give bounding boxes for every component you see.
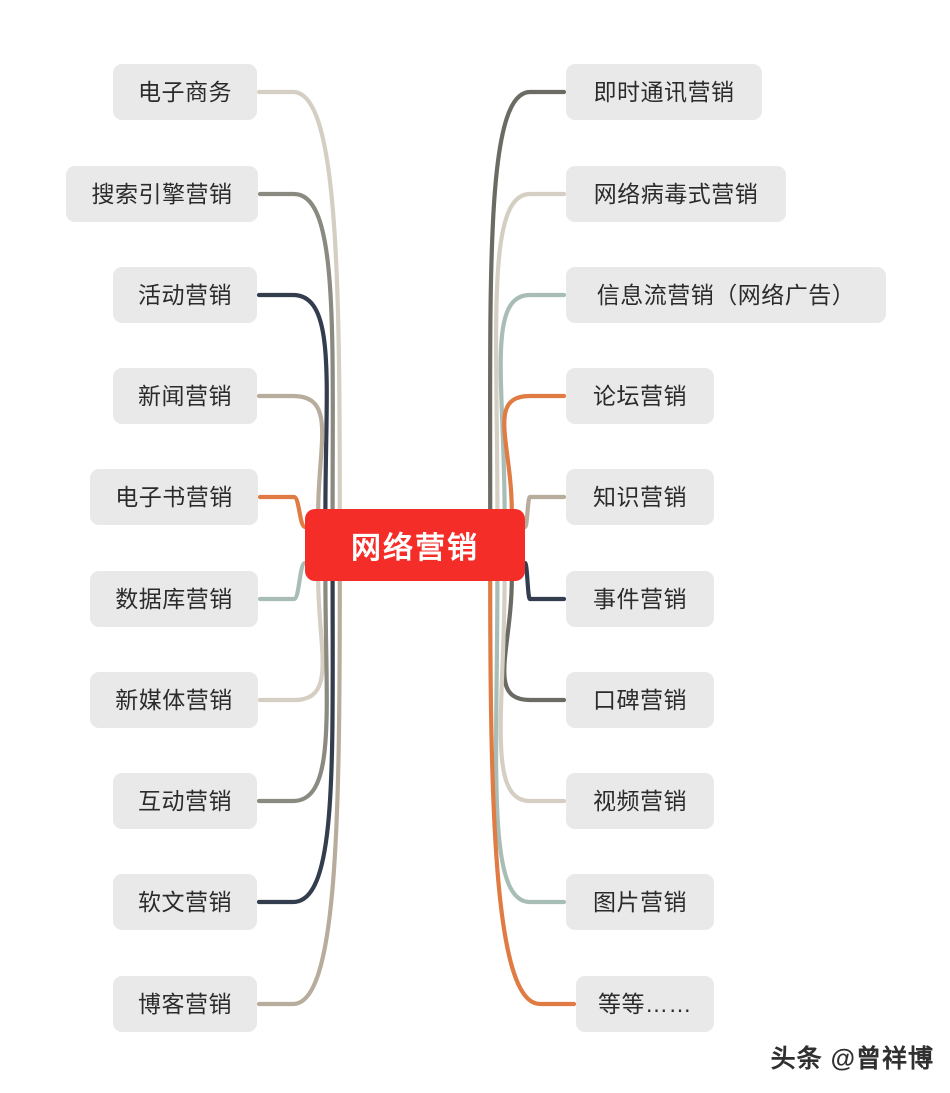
watermark: 头条 @曾祥博: [771, 1039, 934, 1075]
connector-right-2: [498, 292, 567, 514]
branch-node-right-0[interactable]: 即时通讯营销: [566, 64, 762, 120]
branch-node-label: 网络病毒式营销: [593, 180, 759, 207]
branch-node-left-2[interactable]: 活动营销: [113, 267, 257, 323]
connector-right-6: [502, 576, 567, 703]
connector-left-0: [256, 89, 342, 514]
branch-node-left-9[interactable]: 博客营销: [113, 976, 257, 1032]
connector-right-0: [487, 89, 567, 514]
center-node-网络营销[interactable]: 网络营销: [305, 509, 525, 581]
branch-node-left-6[interactable]: 新媒体营销: [90, 672, 258, 728]
branch-node-label: 知识营销: [593, 483, 687, 510]
connector-left-6: [257, 576, 325, 703]
connector-right-9: [488, 576, 577, 1007]
branch-node-right-7[interactable]: 视频营销: [566, 773, 714, 829]
branch-node-label: 新闻营销: [138, 382, 232, 409]
branch-node-label: 论坛营销: [593, 382, 687, 409]
connector-right-8: [493, 576, 567, 905]
connector-left-4: [257, 494, 308, 530]
branch-node-left-3[interactable]: 新闻营销: [113, 368, 257, 424]
branch-node-right-6[interactable]: 口碑营销: [566, 672, 714, 728]
connector-left-7: [256, 576, 329, 804]
branch-node-left-8[interactable]: 软文营销: [113, 874, 257, 930]
branch-node-label: 电子商务: [138, 78, 232, 105]
branch-node-label: 搜索引擎营销: [91, 180, 233, 207]
branch-node-label: 视频营销: [593, 787, 687, 814]
branch-node-label: 图片营销: [593, 888, 687, 915]
branch-node-left-7[interactable]: 互动营销: [113, 773, 257, 829]
branch-node-right-3[interactable]: 论坛营销: [566, 368, 714, 424]
branch-node-label: 电子书营销: [115, 483, 233, 510]
connector-left-5: [257, 560, 308, 602]
branch-node-label: 即时通讯营销: [593, 78, 735, 105]
branch-node-label: 事件营销: [593, 585, 687, 612]
connector-right-3: [502, 393, 567, 514]
branch-node-label: 数据库营销: [115, 585, 233, 612]
connector-right-5: [522, 560, 567, 602]
branch-node-label: 博客营销: [138, 990, 232, 1017]
watermark-text: 头条 @曾祥博: [770, 1045, 934, 1073]
branch-node-right-1[interactable]: 网络病毒式营销: [566, 166, 786, 222]
branch-node-label: 等等……: [598, 990, 692, 1017]
branch-node-label: 新媒体营销: [115, 686, 233, 713]
branch-node-label: 活动营销: [138, 281, 232, 308]
connector-right-1: [493, 191, 567, 514]
connector-left-3: [256, 393, 325, 514]
branch-node-right-8[interactable]: 图片营销: [566, 874, 714, 930]
branch-node-left-1[interactable]: 搜索引擎营销: [66, 166, 258, 222]
connector-right-4: [522, 494, 567, 530]
branch-node-right-4[interactable]: 知识营销: [566, 469, 714, 525]
connector-left-2: [256, 292, 329, 514]
branch-node-left-4[interactable]: 电子书营销: [90, 469, 258, 525]
branch-node-label: 软文营销: [138, 888, 232, 915]
branch-node-right-5[interactable]: 事件营销: [566, 571, 714, 627]
branch-node-left-5[interactable]: 数据库营销: [90, 571, 258, 627]
center-node-label: 网络营销: [351, 532, 479, 565]
connector-left-8: [256, 576, 335, 905]
branch-node-label: 信息流营销（网络广告）: [596, 281, 856, 308]
branch-node-left-0[interactable]: 电子商务: [113, 64, 257, 120]
branch-node-label: 口碑营销: [593, 686, 687, 713]
branch-node-right-2[interactable]: 信息流营销（网络广告）: [566, 267, 886, 323]
connector-left-9: [256, 576, 342, 1007]
branch-node-right-9[interactable]: 等等……: [576, 976, 714, 1032]
connector-left-1: [257, 191, 335, 514]
branch-node-label: 互动营销: [138, 787, 232, 814]
connector-right-7: [498, 576, 567, 804]
